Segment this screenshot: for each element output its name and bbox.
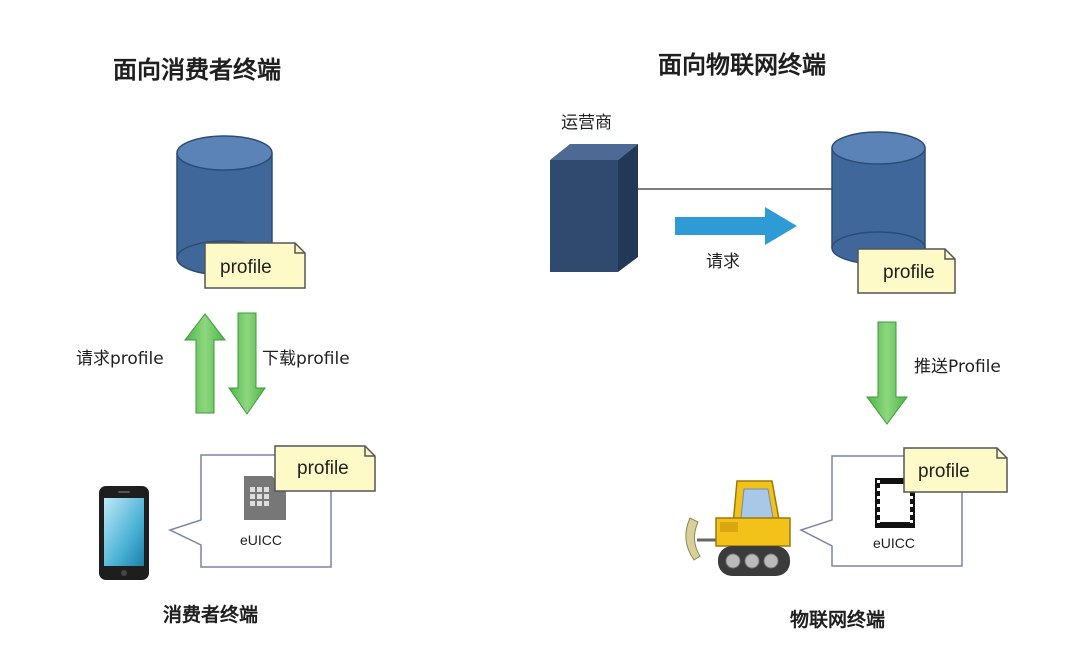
- left-bubble-note-text: profile: [297, 458, 349, 479]
- request-profile-label: 请求profile: [76, 349, 164, 369]
- consumer-device-label: 消费者终端: [163, 604, 259, 626]
- iot-device-label: 物联网终端: [790, 609, 886, 631]
- right-bubble-note-text: profile: [918, 461, 970, 482]
- left-cloud-profile-note: profile: [204, 242, 306, 289]
- left-request-arrow: [183, 313, 227, 414]
- left-bubble-profile-note: profile: [274, 445, 376, 492]
- right-request-arrow: [675, 207, 797, 245]
- operator-label: 运营商: [561, 113, 612, 133]
- phone-icon: [99, 486, 149, 580]
- right-request-label: 请求: [706, 252, 740, 272]
- right-chip-label: eUICC: [873, 535, 915, 551]
- bulldozer-icon: [685, 480, 791, 576]
- left-section-title: 面向消费者终端: [113, 56, 281, 84]
- right-cloud-note-text: profile: [883, 262, 935, 283]
- right-push-arrow: [866, 321, 908, 425]
- right-section-title: 面向物联网终端: [658, 51, 826, 79]
- right-bubble-profile-note: profile: [903, 447, 1008, 493]
- left-chip-label: eUICC: [240, 532, 282, 548]
- operator-server-icon: [550, 144, 638, 272]
- left-cloud-note-text: profile: [220, 257, 272, 278]
- download-profile-label: 下载profile: [262, 349, 350, 369]
- push-profile-label: 推送Profile: [914, 357, 1001, 377]
- right-cloud-profile-note: profile: [857, 248, 956, 294]
- right-database-icon: [831, 131, 926, 265]
- left-download-arrow: [228, 312, 266, 415]
